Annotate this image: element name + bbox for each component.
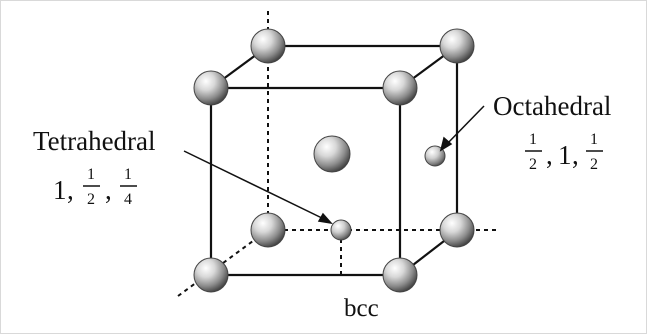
tetrahedral-coord-2-denominator: 2 bbox=[87, 191, 95, 208]
tetrahedral-coord-3-numerator: 1 bbox=[124, 166, 132, 183]
corner-atom-back-top-right bbox=[439, 28, 475, 64]
corner-atom-front-top-left bbox=[193, 70, 229, 106]
tetrahedral-comma-2: , bbox=[105, 175, 112, 205]
corner-atom-back-bottom-left bbox=[250, 212, 286, 248]
bcc-caption: bcc bbox=[344, 295, 379, 322]
tetrahedral-coord-2-numerator: 1 bbox=[87, 166, 95, 183]
octahedral-coord-1-numerator: 1 bbox=[529, 131, 537, 148]
tetrahedral-comma-1: , bbox=[67, 175, 74, 205]
tetrahedral-pointer bbox=[183, 150, 333, 225]
octahedral-coord-1-denominator: 2 bbox=[529, 156, 537, 173]
body-center-atom bbox=[313, 135, 351, 173]
octahedral-coord-3-denominator: 2 bbox=[590, 156, 598, 173]
octahedral-label: Octahedral bbox=[493, 91, 611, 121]
tetrahedral-coordinates: 1 , 1 2 , 1 4 bbox=[53, 166, 137, 208]
octahedral-coordinates: 1 2 , 1 , 1 2 bbox=[525, 131, 603, 173]
corner-atom-front-bottom-left bbox=[193, 257, 229, 293]
tetrahedral-site bbox=[330, 219, 352, 241]
octahedral-pointer bbox=[439, 105, 485, 152]
octahedral-comma-2: , bbox=[572, 140, 579, 170]
tetrahedral-coord-3-denominator: 4 bbox=[124, 191, 132, 208]
octahedral-comma-1: , bbox=[546, 140, 553, 170]
corner-atom-back-top-left bbox=[250, 28, 286, 64]
tetrahedral-label: Tetrahedral bbox=[33, 126, 156, 156]
octahedral-coord-3-numerator: 1 bbox=[590, 131, 598, 148]
corner-atom-front-top-right bbox=[382, 70, 418, 106]
octahedral-coord-2: 1 bbox=[558, 140, 572, 170]
tetrahedral-coord-1: 1 bbox=[53, 175, 67, 205]
corner-atom-front-bottom-right bbox=[382, 257, 418, 293]
corner-atom-back-bottom-right bbox=[439, 212, 475, 248]
hidden-bottom-left-diagonal bbox=[177, 229, 269, 297]
